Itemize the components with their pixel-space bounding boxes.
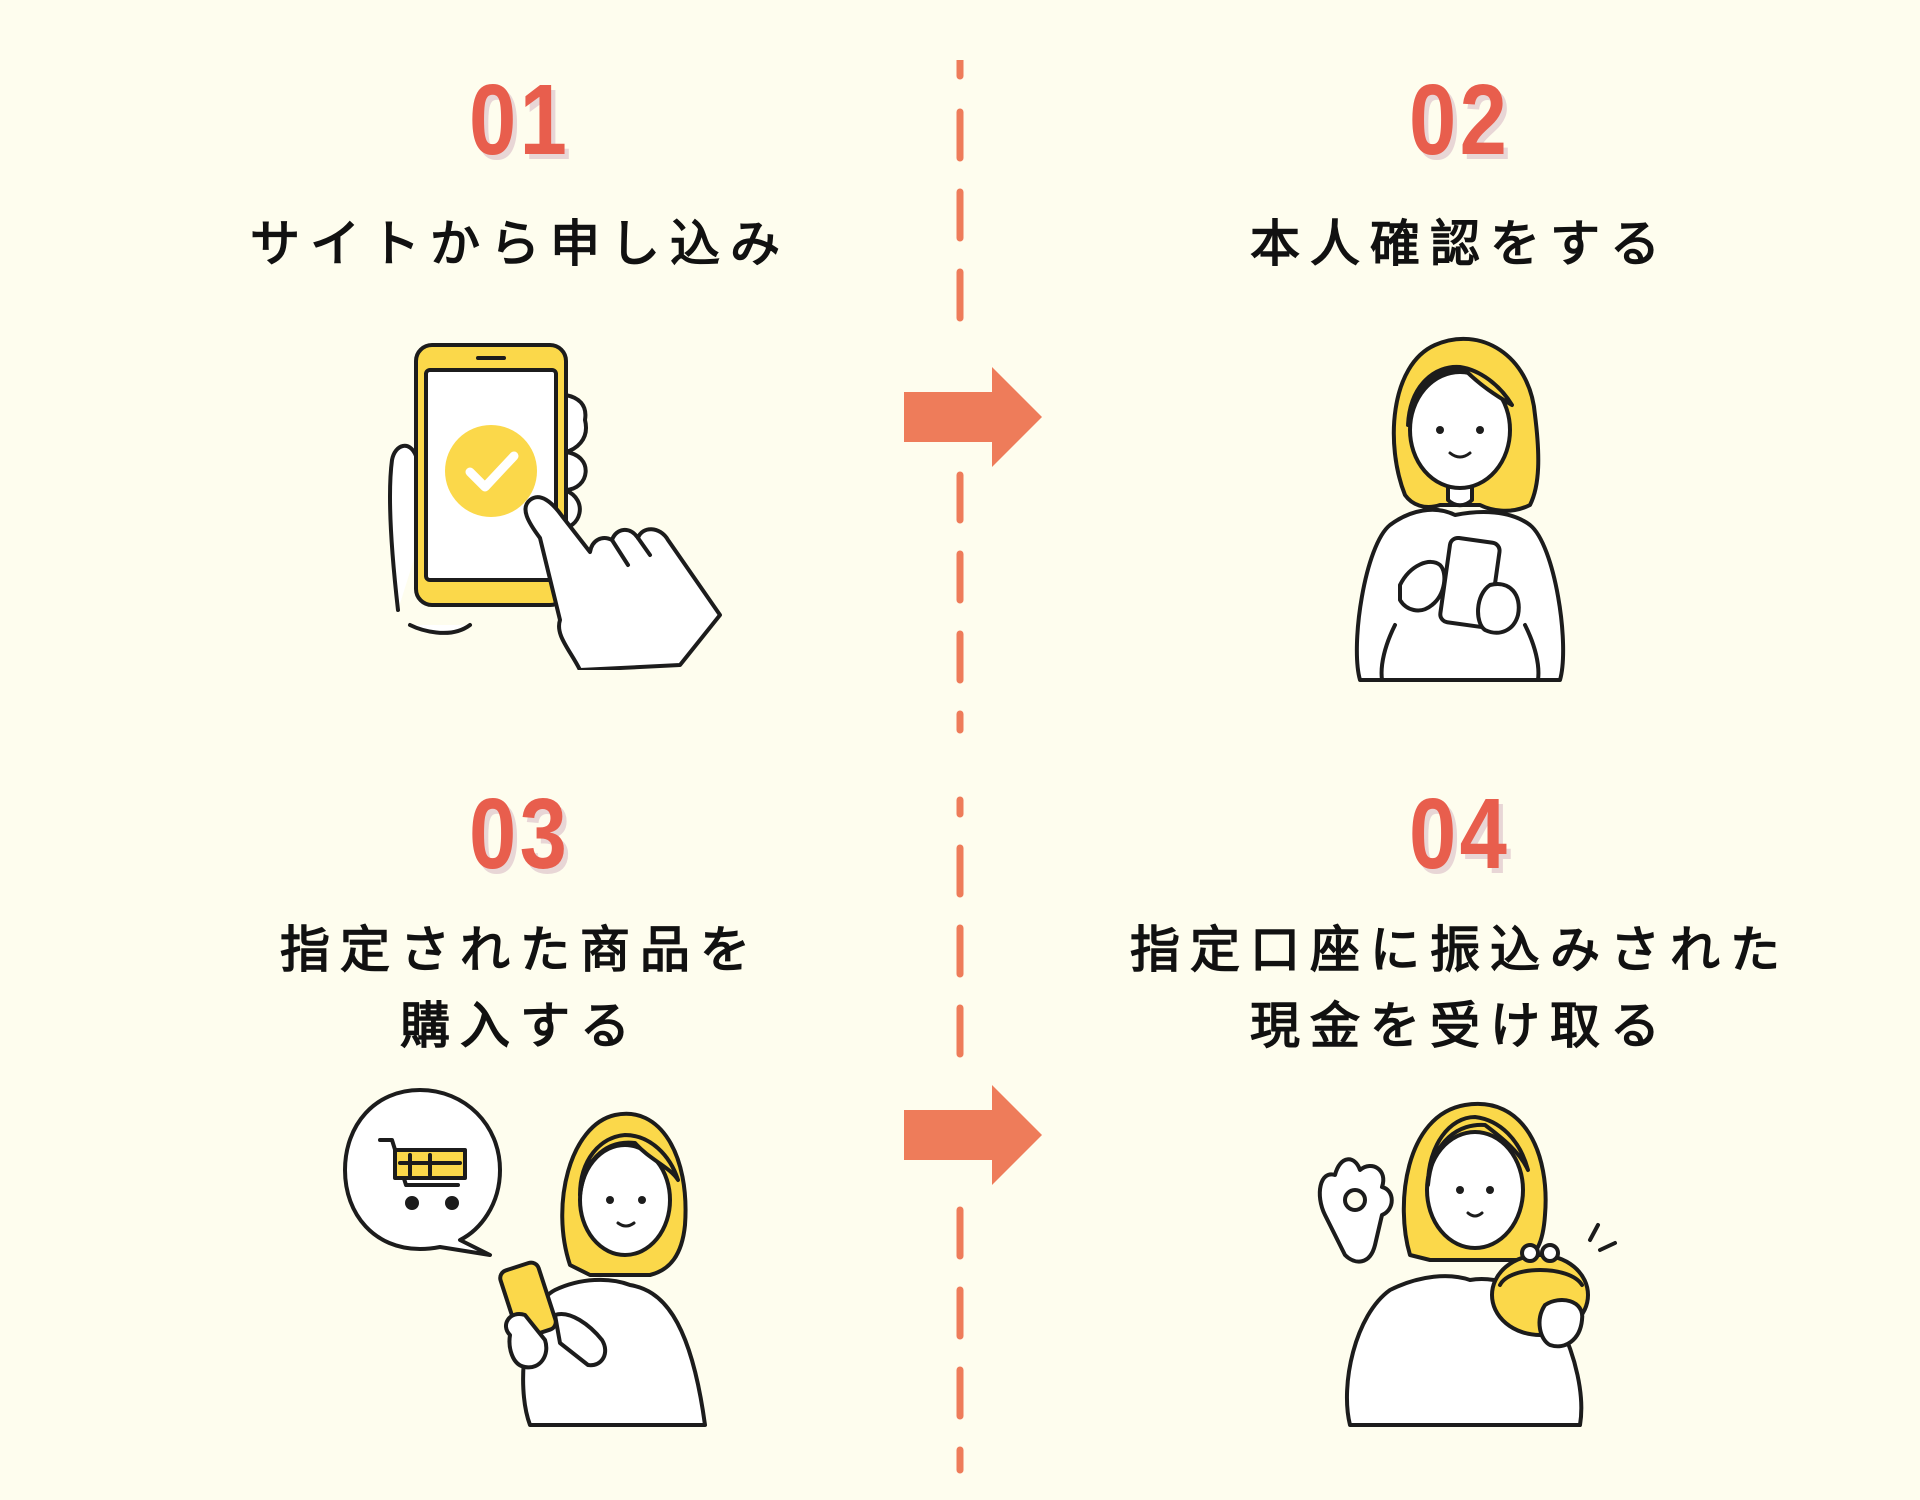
step-01: 01 サイトから申し込み [140, 70, 900, 282]
step-03: 03 指定された商品を 購入する [140, 784, 900, 1064]
center-divider [956, 60, 964, 1474]
hand-holding-smartphone-check-icon [388, 343, 722, 670]
woman-with-smartphone-icon [1354, 336, 1566, 682]
step-number: 01 [469, 64, 571, 176]
step-title-line-2: 現金を受け取る [1250, 997, 1670, 1055]
step-number: 04 [1409, 778, 1511, 890]
woman-with-coin-purse-icon [1317, 1101, 1617, 1427]
step-title: 本人確認をする [1250, 215, 1670, 273]
step-title: 指定口座に振込みされた 現金を受け取る [1080, 912, 1840, 1064]
step-number: 03 [469, 778, 571, 890]
step-title: サイトから申し込み [250, 215, 790, 273]
arrow-right-icon [904, 1085, 1042, 1185]
step-02: 02 本人確認をする [1080, 70, 1840, 282]
step-04: 04 指定口座に振込みされた 現金を受け取る [1080, 784, 1840, 1064]
woman-shopping-cart-icon [343, 1088, 707, 1427]
step-title-line-2: 購入する [400, 997, 640, 1055]
step-title-line-1: 指定された商品を [280, 921, 760, 979]
step-number: 02 [1409, 64, 1511, 176]
arrow-right-icon [904, 367, 1042, 467]
step-title: 指定された商品を 購入する [140, 912, 900, 1064]
step-title-line-1: 指定口座に振込みされた [1130, 921, 1790, 979]
